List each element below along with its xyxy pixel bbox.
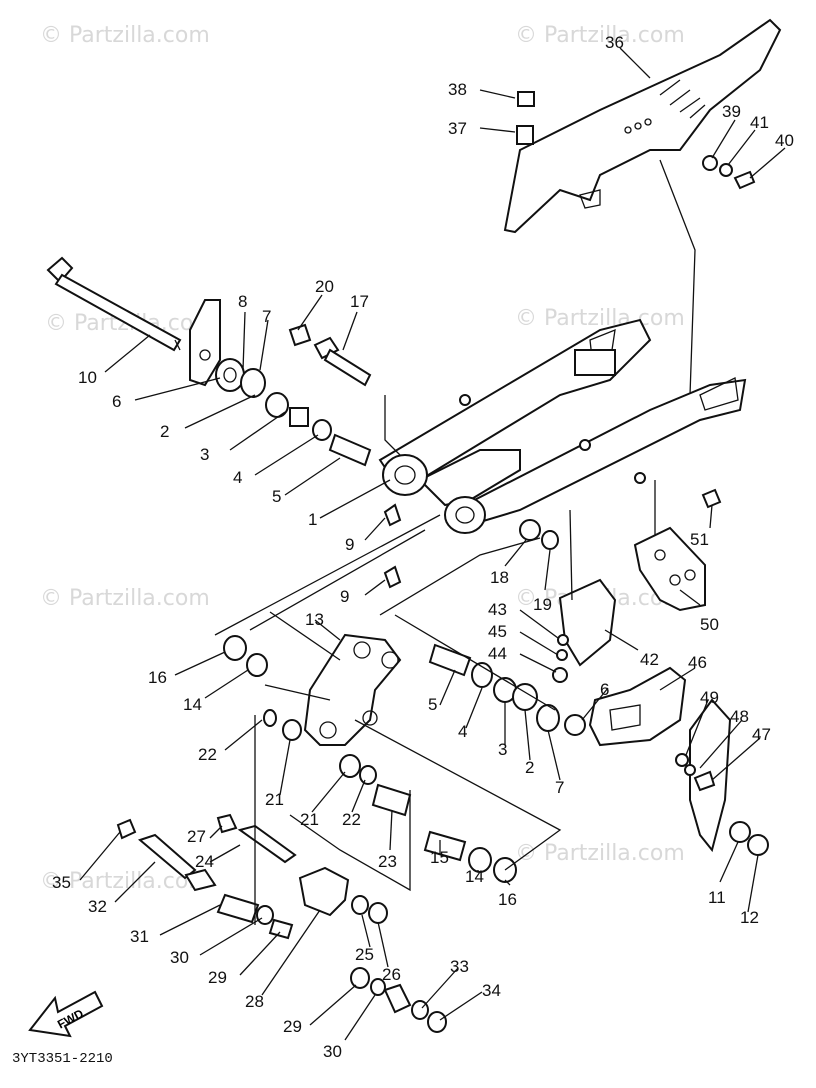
callout-2: 2 <box>525 758 534 777</box>
watermark: © Partzilla.com <box>515 306 685 331</box>
callout-leaders <box>79 47 786 1041</box>
callout-35: 35 <box>52 873 71 892</box>
callout-11: 11 <box>708 888 726 907</box>
callout-12: 12 <box>740 908 759 927</box>
watermark: © Partzilla.com <box>40 586 210 611</box>
callout-29: 29 <box>283 1017 302 1036</box>
callout-40: 40 <box>775 131 794 150</box>
callout-29: 29 <box>208 968 227 987</box>
callout-27: 27 <box>187 827 206 846</box>
callout-30: 30 <box>170 948 189 967</box>
callout-7: 7 <box>262 307 271 326</box>
callout-21: 21 <box>265 790 284 809</box>
watermark: © Partzilla.com <box>515 841 685 866</box>
callout-46: 46 <box>688 653 707 672</box>
adjust-bolt[interactable] <box>288 323 372 387</box>
callout-34: 34 <box>482 981 501 1000</box>
callout-8: 8 <box>238 292 247 311</box>
callout-33: 33 <box>450 957 469 976</box>
callout-30: 30 <box>323 1042 342 1061</box>
leader-line <box>659 159 696 396</box>
callout-45: 45 <box>488 622 507 641</box>
callout-21: 21 <box>300 810 319 829</box>
callout-6: 6 <box>112 392 121 411</box>
callout-2: 2 <box>160 422 169 441</box>
callout-50: 50 <box>700 615 719 634</box>
connecting-rod-bushings[interactable] <box>339 754 517 883</box>
callout-44: 44 <box>488 644 507 663</box>
pivot-shaft[interactable] <box>46 256 182 352</box>
callout-13: 13 <box>305 610 324 629</box>
callout-9: 9 <box>340 587 349 606</box>
guard-hardware[interactable] <box>519 488 722 683</box>
callout-39: 39 <box>722 102 741 121</box>
grease-nipple[interactable] <box>383 503 402 589</box>
callout-22: 22 <box>342 810 361 829</box>
callout-16: 16 <box>498 890 517 909</box>
callout-38: 38 <box>448 80 467 99</box>
chain-guard[interactable] <box>558 526 706 667</box>
callout-18: 18 <box>490 568 509 587</box>
callout-23: 23 <box>378 852 397 871</box>
callout-24: 24 <box>195 852 214 871</box>
callout-5: 5 <box>272 487 281 506</box>
callout-7: 7 <box>555 778 564 797</box>
callout-17: 17 <box>350 292 369 311</box>
callout-3: 3 <box>498 740 507 759</box>
pivot-bearings[interactable] <box>215 358 372 467</box>
callout-4: 4 <box>458 722 467 741</box>
callout-5: 5 <box>428 695 437 714</box>
callout-36: 36 <box>605 33 624 52</box>
lower-linkage[interactable] <box>116 813 447 1033</box>
callout-labels: 36 38 37 39 41 40 10 6 2 3 4 5 1 9 9 8 7… <box>52 33 794 1061</box>
callout-10: 10 <box>78 368 97 387</box>
callout-43: 43 <box>488 600 507 619</box>
callout-1: 1 <box>308 510 317 529</box>
callout-22: 22 <box>198 745 217 764</box>
fwd-arrow: FWD <box>28 990 104 1038</box>
callout-42: 42 <box>640 650 659 669</box>
callout-16: 16 <box>148 668 167 687</box>
callout-47: 47 <box>752 725 771 744</box>
callout-9: 9 <box>345 535 354 554</box>
watermark: © Partzilla.com <box>515 23 685 48</box>
callout-3: 3 <box>200 445 209 464</box>
callout-49: 49 <box>700 688 719 707</box>
callout-28: 28 <box>245 992 264 1011</box>
callout-48: 48 <box>730 707 749 726</box>
chain-puller[interactable] <box>588 666 769 856</box>
watermarks: © Partzilla.com © Partzilla.com © Partzi… <box>40 23 685 894</box>
callout-51: 51 <box>690 530 709 549</box>
callout-6: 6 <box>600 680 609 699</box>
callout-15: 15 <box>430 848 449 867</box>
callout-4: 4 <box>233 468 242 487</box>
watermark: © Partzilla.com <box>40 23 210 48</box>
callout-19: 19 <box>533 595 552 614</box>
callout-37: 37 <box>448 119 467 138</box>
callout-14: 14 <box>465 867 484 886</box>
rear-arm[interactable] <box>378 318 747 534</box>
callout-31: 31 <box>130 927 149 946</box>
arm-bushings-right[interactable] <box>428 643 586 736</box>
callout-14: 14 <box>183 695 202 714</box>
callout-20: 20 <box>315 277 334 296</box>
assembly-lines <box>214 395 656 925</box>
thrust-cover-plate[interactable] <box>189 299 221 387</box>
callout-32: 32 <box>88 897 107 916</box>
callout-26: 26 <box>382 965 401 984</box>
relay-arm[interactable] <box>303 633 402 746</box>
drawing-code: 3YT3351-2210 <box>12 1051 113 1067</box>
chain-case[interactable] <box>503 18 782 234</box>
chain-case-bolt[interactable] <box>516 91 756 190</box>
callout-25: 25 <box>355 945 374 964</box>
callout-41: 41 <box>750 113 769 132</box>
relay-bushings[interactable] <box>223 635 302 741</box>
